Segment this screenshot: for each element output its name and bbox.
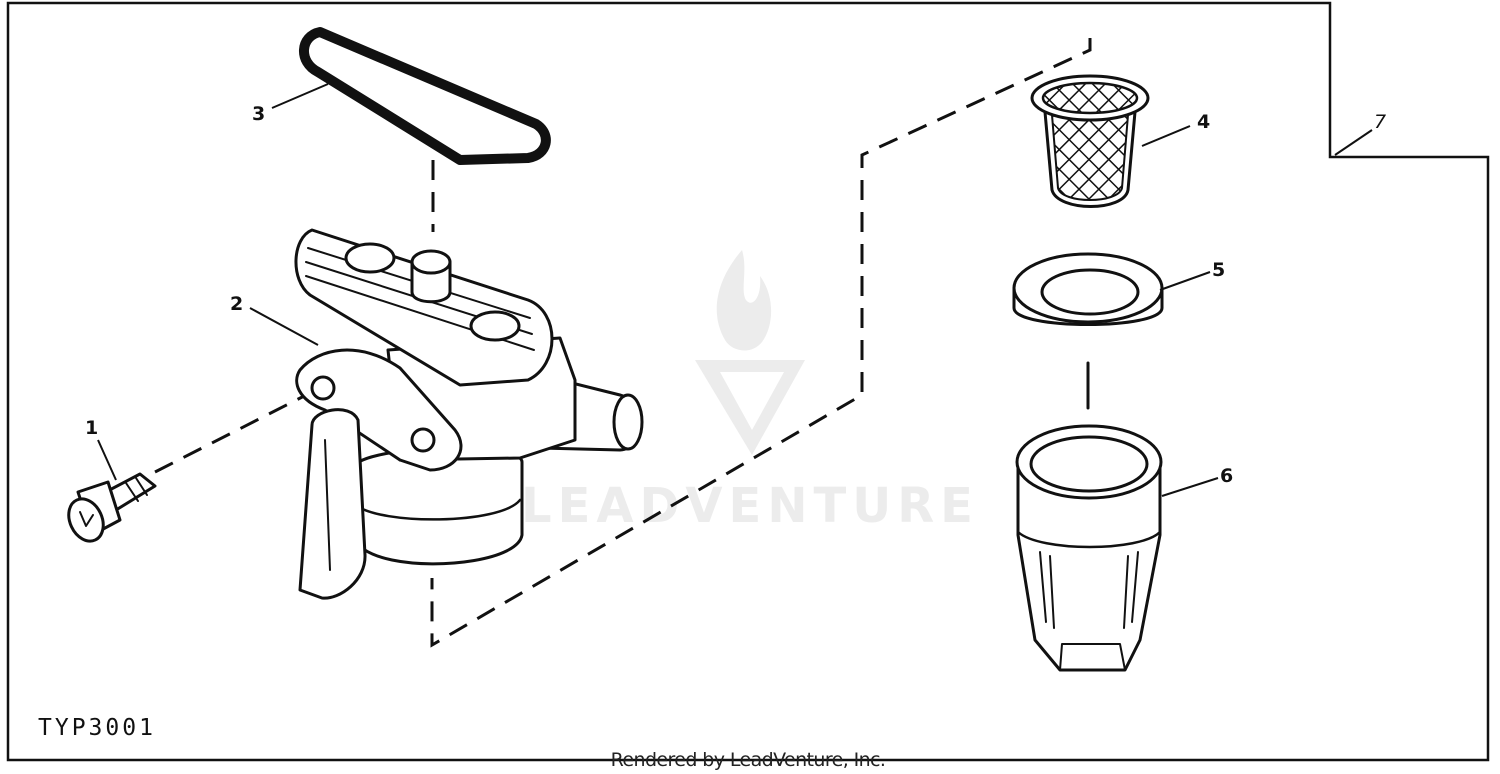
part-sediment-bowl [1015, 424, 1163, 672]
dashed-line-screw [154, 390, 313, 474]
part-washer [1012, 252, 1164, 326]
watermark: LEADVENTURE [521, 250, 979, 534]
callout-2: 2 [230, 293, 243, 315]
leader-7 [1334, 129, 1373, 156]
callout-7: 7 [1374, 111, 1386, 133]
v-logo-icon [695, 360, 805, 455]
figure-id: TYP3001 [38, 715, 156, 741]
callout-4: 4 [1197, 111, 1210, 133]
leader-2 [249, 307, 319, 346]
callout-5: 5 [1212, 259, 1225, 281]
leader-5 [1159, 271, 1211, 291]
callout-3: 3 [252, 103, 265, 125]
leader-3 [271, 83, 329, 109]
leader-1 [97, 439, 117, 481]
leader-4 [1141, 125, 1191, 147]
part-valve [294, 228, 644, 600]
credit-text: Rendered by LeadVenture, Inc. [611, 749, 886, 771]
part-gasket [299, 27, 551, 165]
callout-6: 6 [1220, 465, 1233, 487]
part-screen-filter [1030, 74, 1150, 208]
watermark-text: LEADVENTURE [521, 478, 979, 534]
dashed-enclosure [430, 38, 1092, 648]
frame-border [6, 1, 1490, 762]
callout-1: 1 [85, 417, 98, 439]
leader-6 [1161, 477, 1219, 497]
part-screw [67, 472, 157, 543]
flame-logo-icon [716, 250, 772, 351]
